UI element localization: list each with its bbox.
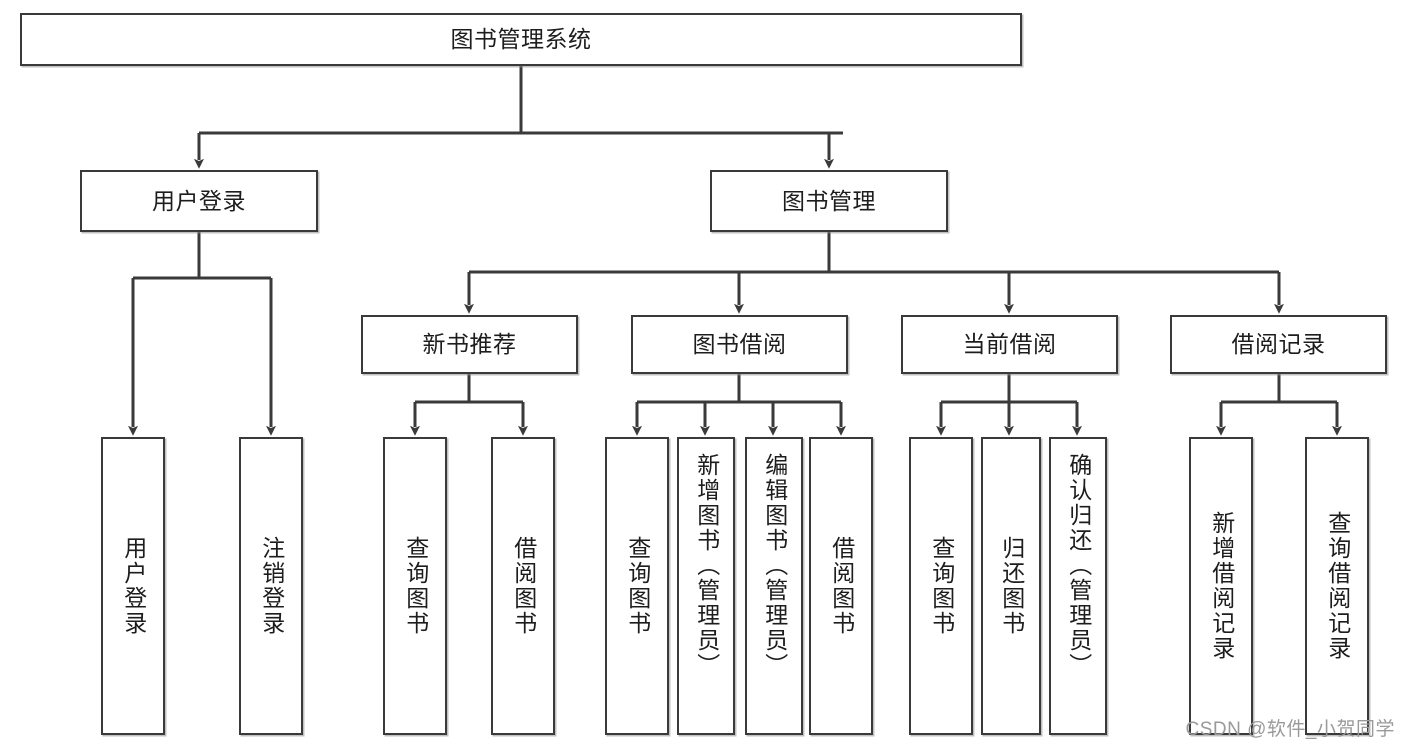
leaf-record-query-record[interactable]: 查询借阅记录 bbox=[1305, 437, 1369, 735]
node-label: 借阅记录 bbox=[1231, 331, 1326, 358]
leaf-borrow-query-book[interactable]: 查询图书 bbox=[605, 437, 669, 735]
node-label: 借阅图书 bbox=[828, 536, 855, 636]
node-label: 用户登录 bbox=[152, 187, 246, 214]
leaf-user-login-login[interactable]: 用户登录 bbox=[101, 437, 165, 735]
csdn-watermark: CSDN @软件_小贺同学 bbox=[1185, 719, 1395, 740]
leaf-borrow-borrow-book[interactable]: 借阅图书 bbox=[809, 437, 873, 735]
node-label: 编辑图书（管理员） bbox=[761, 453, 788, 678]
node-label: 图书借阅 bbox=[692, 331, 787, 358]
leaf-record-add-record[interactable]: 新增借阅记录 bbox=[1189, 437, 1253, 735]
node-label: 图书管理 bbox=[782, 187, 876, 214]
node-label: 新增图书（管理员） bbox=[693, 453, 720, 678]
node-label: 用户登录 bbox=[120, 536, 147, 636]
node-label: 确认归还（管理员） bbox=[1065, 453, 1092, 678]
leaf-borrow-add-book-admin[interactable]: 新增图书（管理员） bbox=[677, 437, 735, 735]
node-root-system[interactable]: 图书管理系统 bbox=[20, 13, 1022, 66]
node-new-book-recommend[interactable]: 新书推荐 bbox=[361, 315, 578, 374]
node-label: 新书推荐 bbox=[422, 331, 517, 358]
leaf-current-query-book[interactable]: 查询图书 bbox=[909, 437, 973, 735]
node-label: 查询图书 bbox=[928, 536, 955, 636]
node-label: 新增借阅记录 bbox=[1208, 511, 1235, 661]
node-label: 归还图书 bbox=[998, 536, 1025, 636]
node-label: 查询借阅记录 bbox=[1324, 511, 1351, 661]
node-label: 查询图书 bbox=[624, 536, 651, 636]
node-borrow-record[interactable]: 借阅记录 bbox=[1170, 315, 1387, 374]
node-label: 注销登录 bbox=[258, 536, 285, 636]
node-book-borrow[interactable]: 图书借阅 bbox=[631, 315, 848, 374]
node-label: 查询图书 bbox=[402, 536, 429, 636]
node-label: 图书管理系统 bbox=[450, 26, 592, 53]
node-book-management[interactable]: 图书管理 bbox=[710, 170, 948, 232]
leaf-recommend-query-book[interactable]: 查询图书 bbox=[383, 437, 447, 735]
leaf-current-confirm-return-admin[interactable]: 确认归还（管理员） bbox=[1049, 437, 1107, 735]
node-current-borrow[interactable]: 当前借阅 bbox=[901, 315, 1118, 374]
leaf-user-login-logout[interactable]: 注销登录 bbox=[239, 437, 303, 735]
leaf-borrow-edit-book-admin[interactable]: 编辑图书（管理员） bbox=[745, 437, 803, 735]
node-label: 借阅图书 bbox=[510, 536, 537, 636]
node-label: 当前借阅 bbox=[962, 331, 1057, 358]
leaf-recommend-borrow-book[interactable]: 借阅图书 bbox=[491, 437, 555, 735]
leaf-current-return-book[interactable]: 归还图书 bbox=[981, 437, 1041, 735]
node-user-login[interactable]: 用户登录 bbox=[80, 170, 318, 232]
